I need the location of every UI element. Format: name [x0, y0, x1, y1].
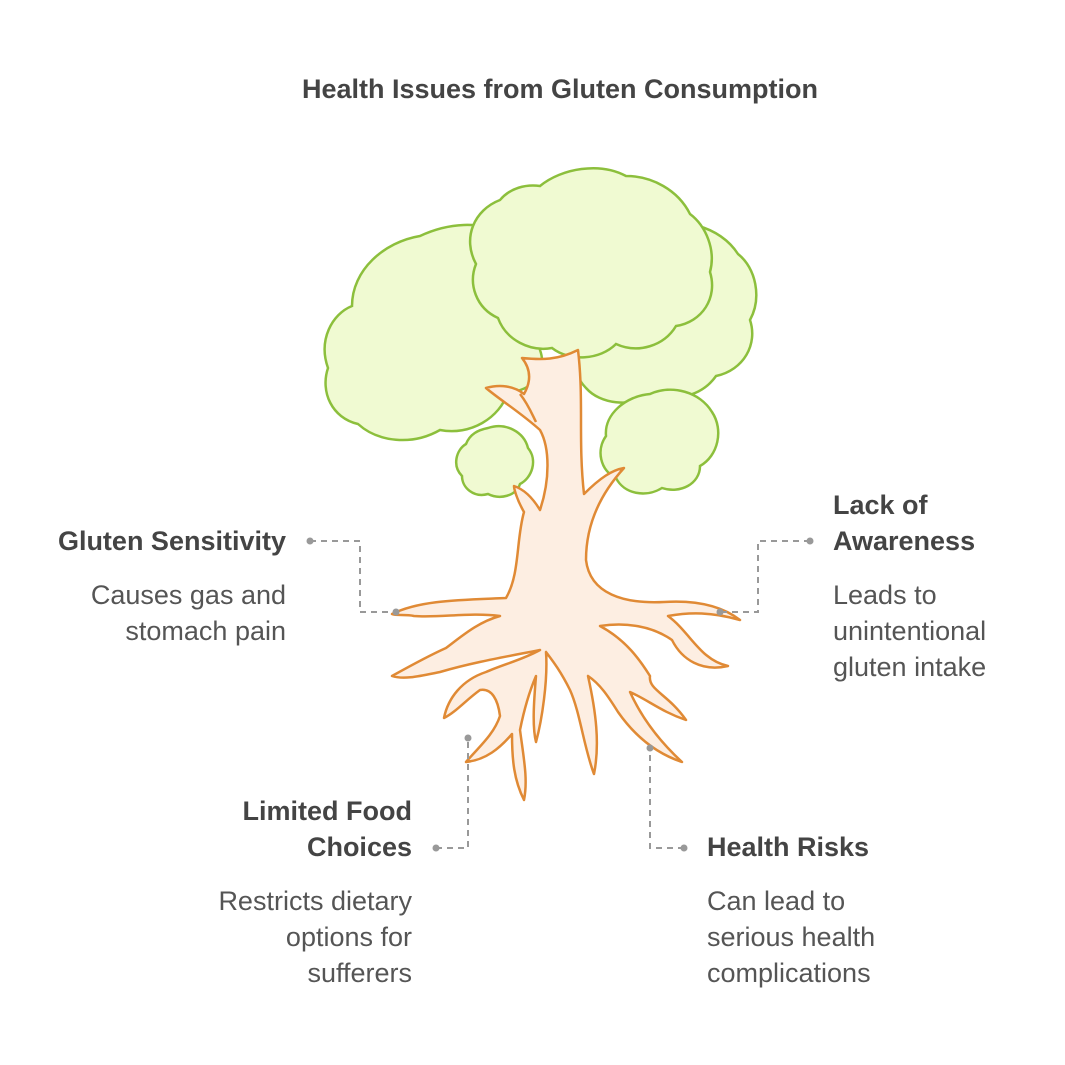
gluten-sensitivity-heading: Gluten Sensitivity: [57, 526, 286, 556]
connector-dot: [306, 537, 314, 545]
lack-of-awareness-heading: Lack of Awareness: [833, 490, 976, 556]
connector-dot: [392, 608, 400, 616]
connector-limited-food-choices: [436, 738, 469, 849]
connector-dot: [680, 844, 688, 852]
connector-dot: [806, 537, 814, 545]
connector-dot: [716, 608, 724, 616]
foliage-cloud-lower-right: [599, 388, 720, 495]
lack-of-awareness-description: Leads to unintentional gluten intake: [833, 580, 987, 682]
tree-foliage: [323, 167, 758, 498]
connector-dots: [306, 537, 814, 852]
connector-health-risks: [649, 748, 684, 849]
connector-dot: [646, 744, 654, 752]
connector-dot: [464, 734, 472, 742]
connector-lack-of-awareness: [720, 540, 810, 613]
diagram-title: Health Issues from Gluten Consumption: [301, 74, 819, 104]
foliage-cloud-lower-left: [454, 425, 535, 498]
connector-dot: [432, 844, 440, 852]
foliage-cloud-center: [468, 167, 714, 359]
connector-gluten-sensitivity: [310, 540, 396, 613]
tree-trunk: [390, 348, 742, 802]
limited-food-choices-heading: Limited Food Choices: [242, 796, 412, 862]
gluten-sensitivity-description: Causes gas and stomach pain: [90, 580, 286, 646]
tree-trunk-and-roots: [390, 348, 742, 802]
health-risks-heading: Health Risks: [707, 832, 870, 862]
tree-branch: [519, 393, 538, 423]
connectors: [310, 540, 810, 849]
health-risks-description: Can lead to serious health complications: [707, 886, 876, 988]
limited-food-choices-description: Restricts dietary options for sufferers: [218, 886, 412, 988]
